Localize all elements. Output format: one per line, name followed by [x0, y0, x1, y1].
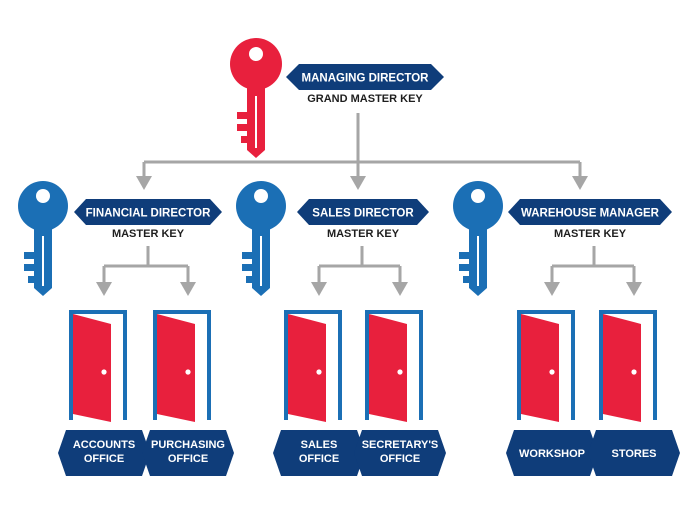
- office-label: OFFICE: [168, 453, 208, 465]
- office-node: STORES: [588, 310, 680, 476]
- arrowhead: [311, 282, 327, 296]
- arrowhead: [180, 282, 196, 296]
- office-banner: [58, 430, 150, 476]
- key-level-label: MASTER KEY: [112, 228, 185, 240]
- connector-arrowheads: [96, 176, 642, 296]
- arrowhead: [572, 176, 588, 190]
- office-label: OFFICE: [299, 453, 339, 465]
- role-label: SALES DIRECTOR: [312, 208, 414, 220]
- office-node: ACCOUNTS OFFICE: [58, 310, 150, 476]
- door-icon: [284, 310, 342, 422]
- door-icon: [69, 310, 127, 422]
- key-icon-red: [230, 38, 282, 158]
- office-label: SECRETARY'S: [362, 439, 439, 451]
- arrowhead: [626, 282, 642, 296]
- connector-lines: [102, 113, 636, 284]
- role-banner-managing-director: MANAGING DIRECTOR: [286, 64, 444, 90]
- role-label: WAREHOUSE MANAGER: [521, 208, 660, 220]
- door-icon: [599, 310, 657, 422]
- office-label: STORES: [611, 448, 656, 460]
- office-node: SECRETARY'S OFFICE: [354, 310, 446, 476]
- key-icon-blue: [236, 181, 286, 296]
- arrowhead: [544, 282, 560, 296]
- arrowhead: [136, 176, 152, 190]
- office-node: WORKSHOP: [506, 310, 598, 476]
- arrowhead: [96, 282, 112, 296]
- office-label: OFFICE: [84, 453, 124, 465]
- office-node: SALES OFFICE: [273, 310, 365, 476]
- office-banner: [273, 430, 365, 476]
- key-level-label: MASTER KEY: [327, 228, 400, 240]
- office-label: WORKSHOP: [519, 448, 585, 460]
- offices: ACCOUNTS OFFICE PURCHASING OFFICE SALES OFFIC…: [58, 310, 680, 476]
- door-icon: [365, 310, 423, 422]
- office-label: ACCOUNTS: [73, 439, 135, 451]
- office-label: PURCHASING: [151, 439, 225, 451]
- office-banner: [506, 430, 598, 476]
- office-banner: [354, 430, 446, 476]
- branch-sales-director: SALES DIRECTOR MASTER KEY: [236, 181, 429, 296]
- key-level-label: GRAND MASTER KEY: [307, 93, 423, 105]
- key-icon-blue: [453, 181, 503, 296]
- key-level-label: MASTER KEY: [554, 228, 627, 240]
- office-banner: [588, 430, 680, 476]
- office-label: SALES: [301, 439, 338, 451]
- office-label: OFFICE: [380, 453, 420, 465]
- role-label: MANAGING DIRECTOR: [302, 73, 430, 85]
- door-icon: [517, 310, 575, 422]
- branch-warehouse-manager: WAREHOUSE MANAGER MASTER KEY: [453, 181, 672, 296]
- arrowhead: [392, 282, 408, 296]
- door-icon: [153, 310, 211, 422]
- role-label: FINANCIAL DIRECTOR: [86, 208, 211, 220]
- arrowhead: [350, 176, 366, 190]
- office-banner: [142, 430, 234, 476]
- office-node: PURCHASING OFFICE: [142, 310, 234, 476]
- branch-financial-director: FINANCIAL DIRECTOR MASTER KEY: [18, 181, 222, 296]
- key-icon-blue: [18, 181, 68, 296]
